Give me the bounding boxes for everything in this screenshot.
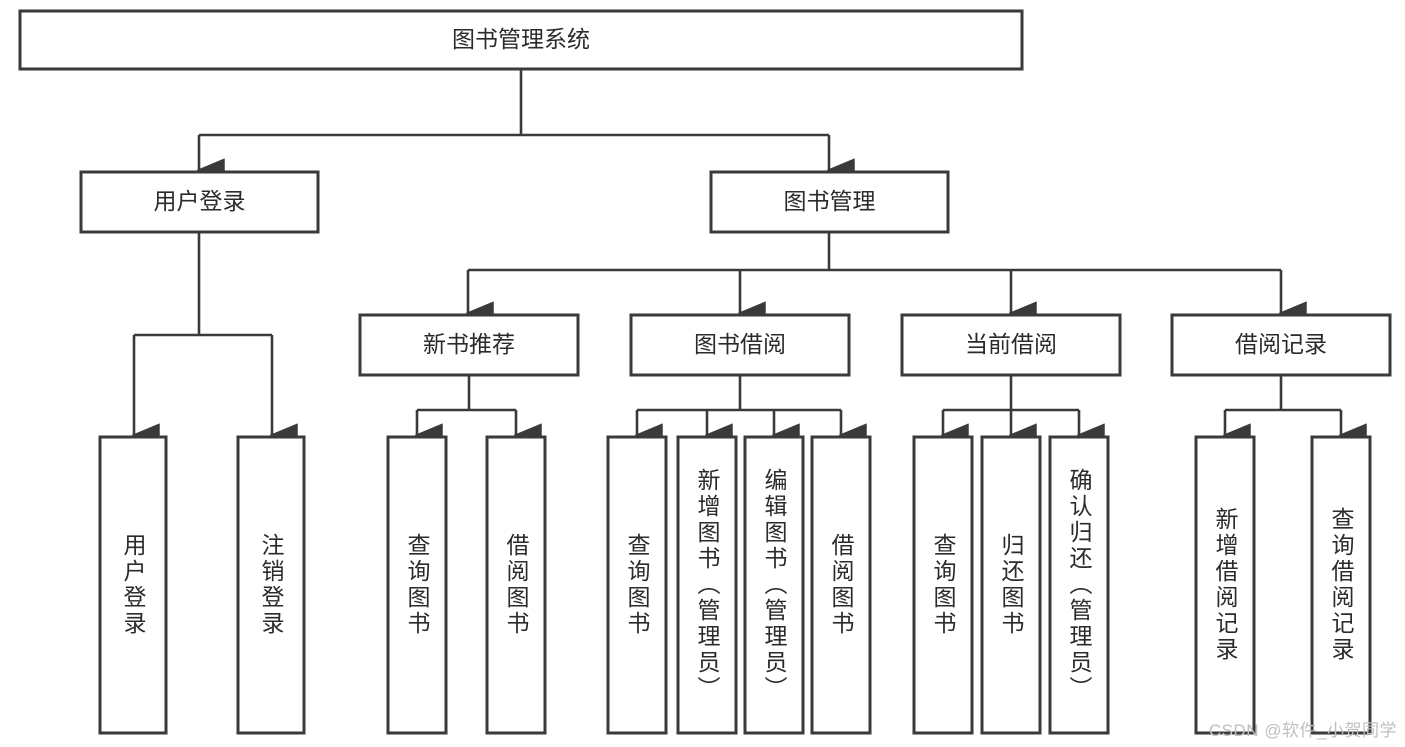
node-label: 归还图书	[998, 533, 1025, 637]
connector-group	[940, 375, 1105, 447]
node-label: 借阅图书	[828, 533, 855, 637]
node-level3-2[interactable]: 当前借阅	[900, 313, 1122, 377]
node-level2-0[interactable]: 用户登录	[79, 170, 320, 234]
node-box[interactable]	[358, 313, 580, 377]
node-level3-0[interactable]: 新书推荐	[358, 313, 580, 377]
node-box[interactable]	[676, 435, 738, 735]
connector-group	[131, 232, 298, 447]
node-box[interactable]	[1194, 435, 1256, 735]
node-box[interactable]	[912, 435, 974, 735]
node-leaf-7[interactable]: 借阅图书	[810, 435, 872, 735]
node-leaf-8[interactable]: 查询图书	[912, 435, 974, 735]
node-box[interactable]	[1048, 435, 1110, 735]
node-label: 用户登录	[154, 188, 246, 214]
node-label: 图书管理	[784, 188, 876, 214]
node-box[interactable]	[1310, 435, 1372, 735]
node-box[interactable]	[606, 435, 668, 735]
connector-group	[465, 232, 1307, 325]
node-box[interactable]	[79, 170, 320, 234]
node-label: 当前借阅	[965, 331, 1057, 357]
node-leaf-6[interactable]: 编辑图书（管理员）	[743, 435, 805, 735]
node-box[interactable]	[18, 9, 1024, 71]
node-label: 查询图书	[930, 533, 957, 637]
node-level3-1[interactable]: 图书借阅	[629, 313, 851, 377]
node-box[interactable]	[709, 170, 950, 234]
node-box[interactable]	[743, 435, 805, 735]
node-level3-3[interactable]: 借阅记录	[1170, 313, 1392, 377]
connector-layer	[131, 69, 1367, 447]
node-label: 借阅图书	[503, 533, 530, 637]
node-label: 借阅记录	[1235, 331, 1327, 357]
node-root-system[interactable]: 图书管理系统	[18, 9, 1024, 71]
connector-group	[196, 69, 855, 182]
csdn-watermark: CSDN @软件_小贺同学	[1208, 721, 1397, 740]
node-leaf-10[interactable]: 确认归还（管理员）	[1048, 435, 1110, 735]
node-leaf-2[interactable]: 查询图书	[386, 435, 448, 735]
node-box[interactable]	[236, 435, 306, 735]
node-layer: 图书管理系统用户登录图书管理新书推荐图书借阅当前借阅借阅记录用户登录注销登录查询…	[18, 9, 1392, 735]
node-box[interactable]	[386, 435, 448, 735]
node-label: 新增借阅记录	[1212, 507, 1239, 663]
node-box[interactable]	[98, 435, 168, 735]
node-label: 图书管理系统	[452, 26, 590, 52]
node-box[interactable]	[900, 313, 1122, 377]
node-box[interactable]	[980, 435, 1042, 735]
node-leaf-9[interactable]: 归还图书	[980, 435, 1042, 735]
node-label: 查询图书	[624, 533, 651, 637]
node-leaf-5[interactable]: 新增图书（管理员）	[676, 435, 738, 735]
node-leaf-12[interactable]: 查询借阅记录	[1310, 435, 1372, 735]
node-leaf-3[interactable]: 借阅图书	[485, 435, 547, 735]
node-label: 查询借阅记录	[1328, 507, 1355, 663]
node-leaf-4[interactable]: 查询图书	[606, 435, 668, 735]
node-label: 确认归还（管理员）	[1066, 468, 1093, 702]
node-box[interactable]	[485, 435, 547, 735]
node-leaf-0[interactable]: 用户登录	[98, 435, 168, 735]
connector-group	[634, 375, 867, 447]
connector-group	[1222, 375, 1367, 447]
node-box[interactable]	[1170, 313, 1392, 377]
node-label: 新书推荐	[423, 331, 515, 357]
node-label: 查询图书	[404, 533, 431, 637]
node-label: 用户登录	[120, 533, 147, 637]
node-box[interactable]	[810, 435, 872, 735]
node-label: 新增图书（管理员）	[694, 468, 721, 702]
node-level2-1[interactable]: 图书管理	[709, 170, 950, 234]
node-label: 注销登录	[258, 533, 285, 637]
node-box[interactable]	[629, 313, 851, 377]
node-leaf-1[interactable]: 注销登录	[236, 435, 306, 735]
node-label: 图书借阅	[694, 331, 786, 357]
node-label: 编辑图书（管理员）	[761, 468, 788, 702]
node-leaf-11[interactable]: 新增借阅记录	[1194, 435, 1256, 735]
connector-group	[414, 375, 542, 447]
